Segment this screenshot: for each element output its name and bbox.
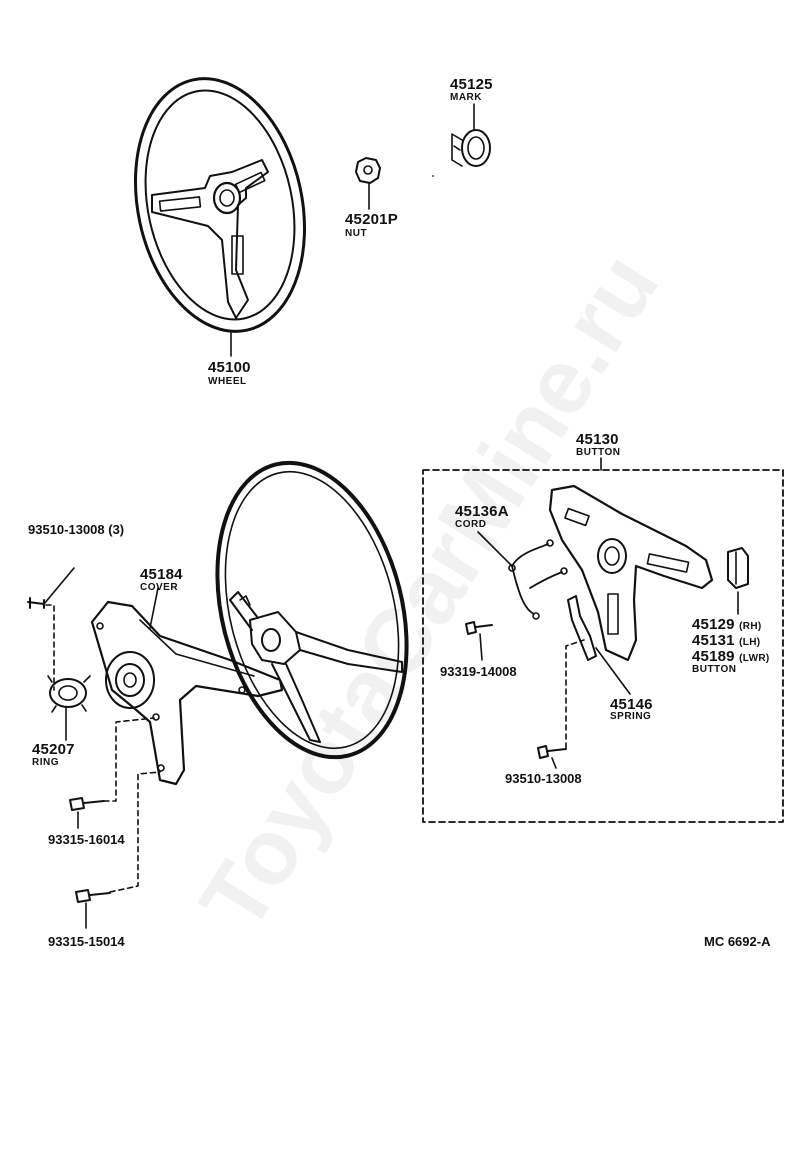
bolt-lower [75,771,161,929]
cord-screw [465,621,493,661]
part-name-wheel: WHEEL [208,376,247,387]
part-number-93510-13008-qty3: 93510-13008 (3) [28,522,125,537]
spring-part [567,595,631,695]
ring-part [47,675,91,741]
part-number-93319-14008: 93319-14008 [440,664,517,679]
part-suffix-lwr: (LWR) [739,653,770,664]
side-button-part [727,547,749,615]
part-name-button: BUTTON [576,447,621,458]
part-number-45189: 45189 [692,648,735,665]
part-number-45131: 45131 [692,632,735,649]
nut-part [355,157,381,210]
part-number-45146: 45146 [610,696,653,713]
part-number-45130: 45130 [576,431,619,448]
cover-screw [27,567,75,691]
part-45129-row: 45129 (RH) [692,617,761,633]
horn-button-pad [548,484,714,662]
part-number-45136a: 45136A [455,503,509,520]
part-number-93315-16014: 93315-16014 [48,832,125,847]
part-name-ring: RING [32,757,59,768]
cord-part [477,531,568,620]
part-number-45201p: 45201P [345,211,398,228]
part-name-nut: NUT [345,228,368,239]
mark-emblem-part [451,103,491,167]
part-number-93315-15014: 93315-15014 [48,934,125,949]
bolt-upper [69,717,155,829]
part-name-mark: MARK [450,92,482,103]
part-name-cover: COVER [140,582,179,593]
steering-wheel-top [133,77,307,333]
part-45131-row: 45131 (LH) [692,633,760,649]
part-number-45125: 45125 [450,76,493,93]
part-number-45184: 45184 [140,566,183,583]
part-number-45100: 45100 [208,359,251,376]
part-number-93510-13008: 93510-13008 [505,771,582,786]
part-45189-row: 45189 (LWR) [692,649,770,665]
part-name-spring: SPRING [610,711,652,722]
part-name-cord: CORD [455,519,487,530]
cover-part [90,600,284,786]
part-number-45129: 45129 [692,616,735,633]
spring-screw [537,639,585,769]
part-number-45207: 45207 [32,741,75,758]
button-group-box [422,469,784,823]
part-suffix-rh: (RH) [739,621,762,632]
steering-wheel-assembly [215,460,409,760]
diagram-code: MC 6692-A [704,934,771,949]
part-name-button-side: BUTTON [692,664,737,675]
part-suffix-lh: (LH) [739,637,761,648]
leader-45184 [149,587,159,629]
